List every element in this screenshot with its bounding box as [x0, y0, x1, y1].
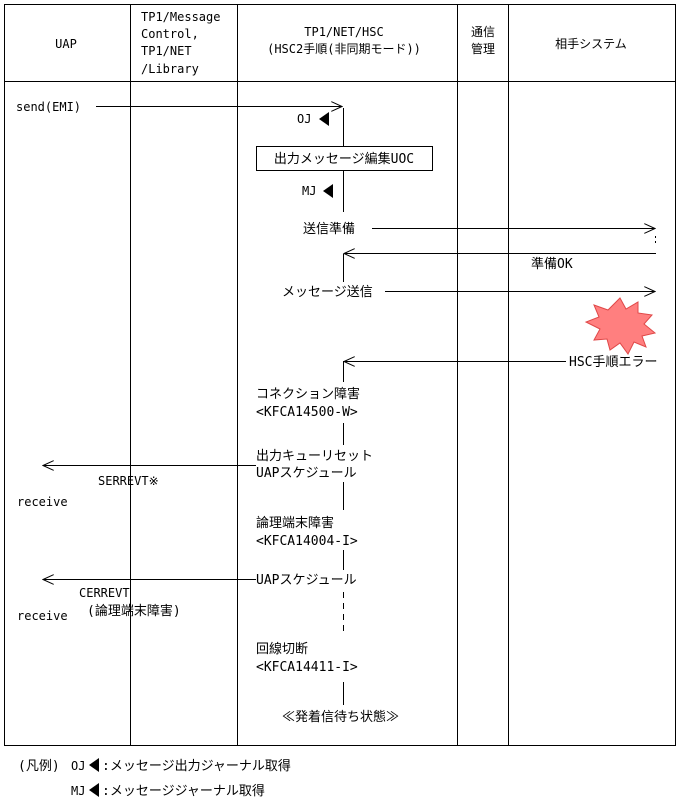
receive-label: receive [17, 609, 68, 623]
prep-label: 送信準備 [303, 221, 355, 237]
header-tp1mc: /Library [141, 62, 199, 76]
legend-oj-desc: :メッセージ出力ジャーナル取得 [102, 758, 291, 774]
legend-mj-desc: :メッセージジャーナル取得 [102, 783, 265, 799]
header-comm: 管理 [471, 41, 495, 56]
header-tp1mc: TP1/NET [141, 44, 192, 58]
disconnect-code: <KFCA14411-I> [256, 660, 358, 675]
header-uap: UAP [55, 37, 77, 51]
legend-mj-key: MJ [71, 784, 85, 798]
conn-fail-label: コネクション障害 [256, 386, 360, 402]
uap-schedule-label: UAPスケジュール [256, 466, 357, 481]
term-fail-label: 論理端末障害 [256, 515, 334, 531]
oj-label: OJ [297, 112, 311, 126]
prep-ok-label: 準備OK [531, 256, 573, 272]
term-fail-code: <KFCA14004-I> [256, 534, 358, 549]
msg-send-label: メッセージ送信 [282, 285, 373, 300]
disconnect-label: 回線切断 [256, 641, 308, 657]
send-label: send(EMI) [16, 100, 81, 114]
serrevt-label: SERREVT※ [98, 474, 159, 488]
journal-marker-icon [319, 112, 329, 126]
legend-title: (凡例) [18, 759, 60, 774]
header-tp1mc: TP1/Message [141, 10, 220, 24]
journal-marker-icon [89, 758, 99, 772]
header-tp1mc: Control, [141, 27, 199, 41]
uoc-box [256, 146, 433, 171]
journal-marker-icon [89, 783, 99, 797]
header-comm: 通信 [471, 25, 495, 39]
hsc-error-label: HSC手順エラー [569, 355, 657, 370]
uap-schedule-label-2: UAPスケジュール [256, 573, 357, 588]
uoc-label: 出力メッセージ編集UOC [274, 151, 414, 167]
header-hsc: TP1/NET/HSC [304, 25, 383, 39]
legend-oj-key: OJ [71, 759, 85, 773]
cerrevt-label: CERREVT [79, 586, 130, 600]
journal-marker-icon [323, 184, 333, 198]
diagram-frame [4, 4, 676, 746]
mj-label: MJ [302, 184, 316, 198]
header-hsc: (HSC2手順(非同期モード)) [267, 42, 421, 56]
cerrevt-sub-label: (論理端末障害) [87, 603, 181, 619]
error-burst-icon [584, 297, 657, 355]
receive-label: receive [17, 495, 68, 509]
queue-reset-label: 出力キューリセット [256, 449, 373, 464]
header-partner: 相手システム [555, 37, 627, 51]
wait-state-label: ≪発着信待ち状態≫ [282, 709, 399, 725]
conn-fail-code: <KFCA14500-W> [256, 405, 358, 420]
